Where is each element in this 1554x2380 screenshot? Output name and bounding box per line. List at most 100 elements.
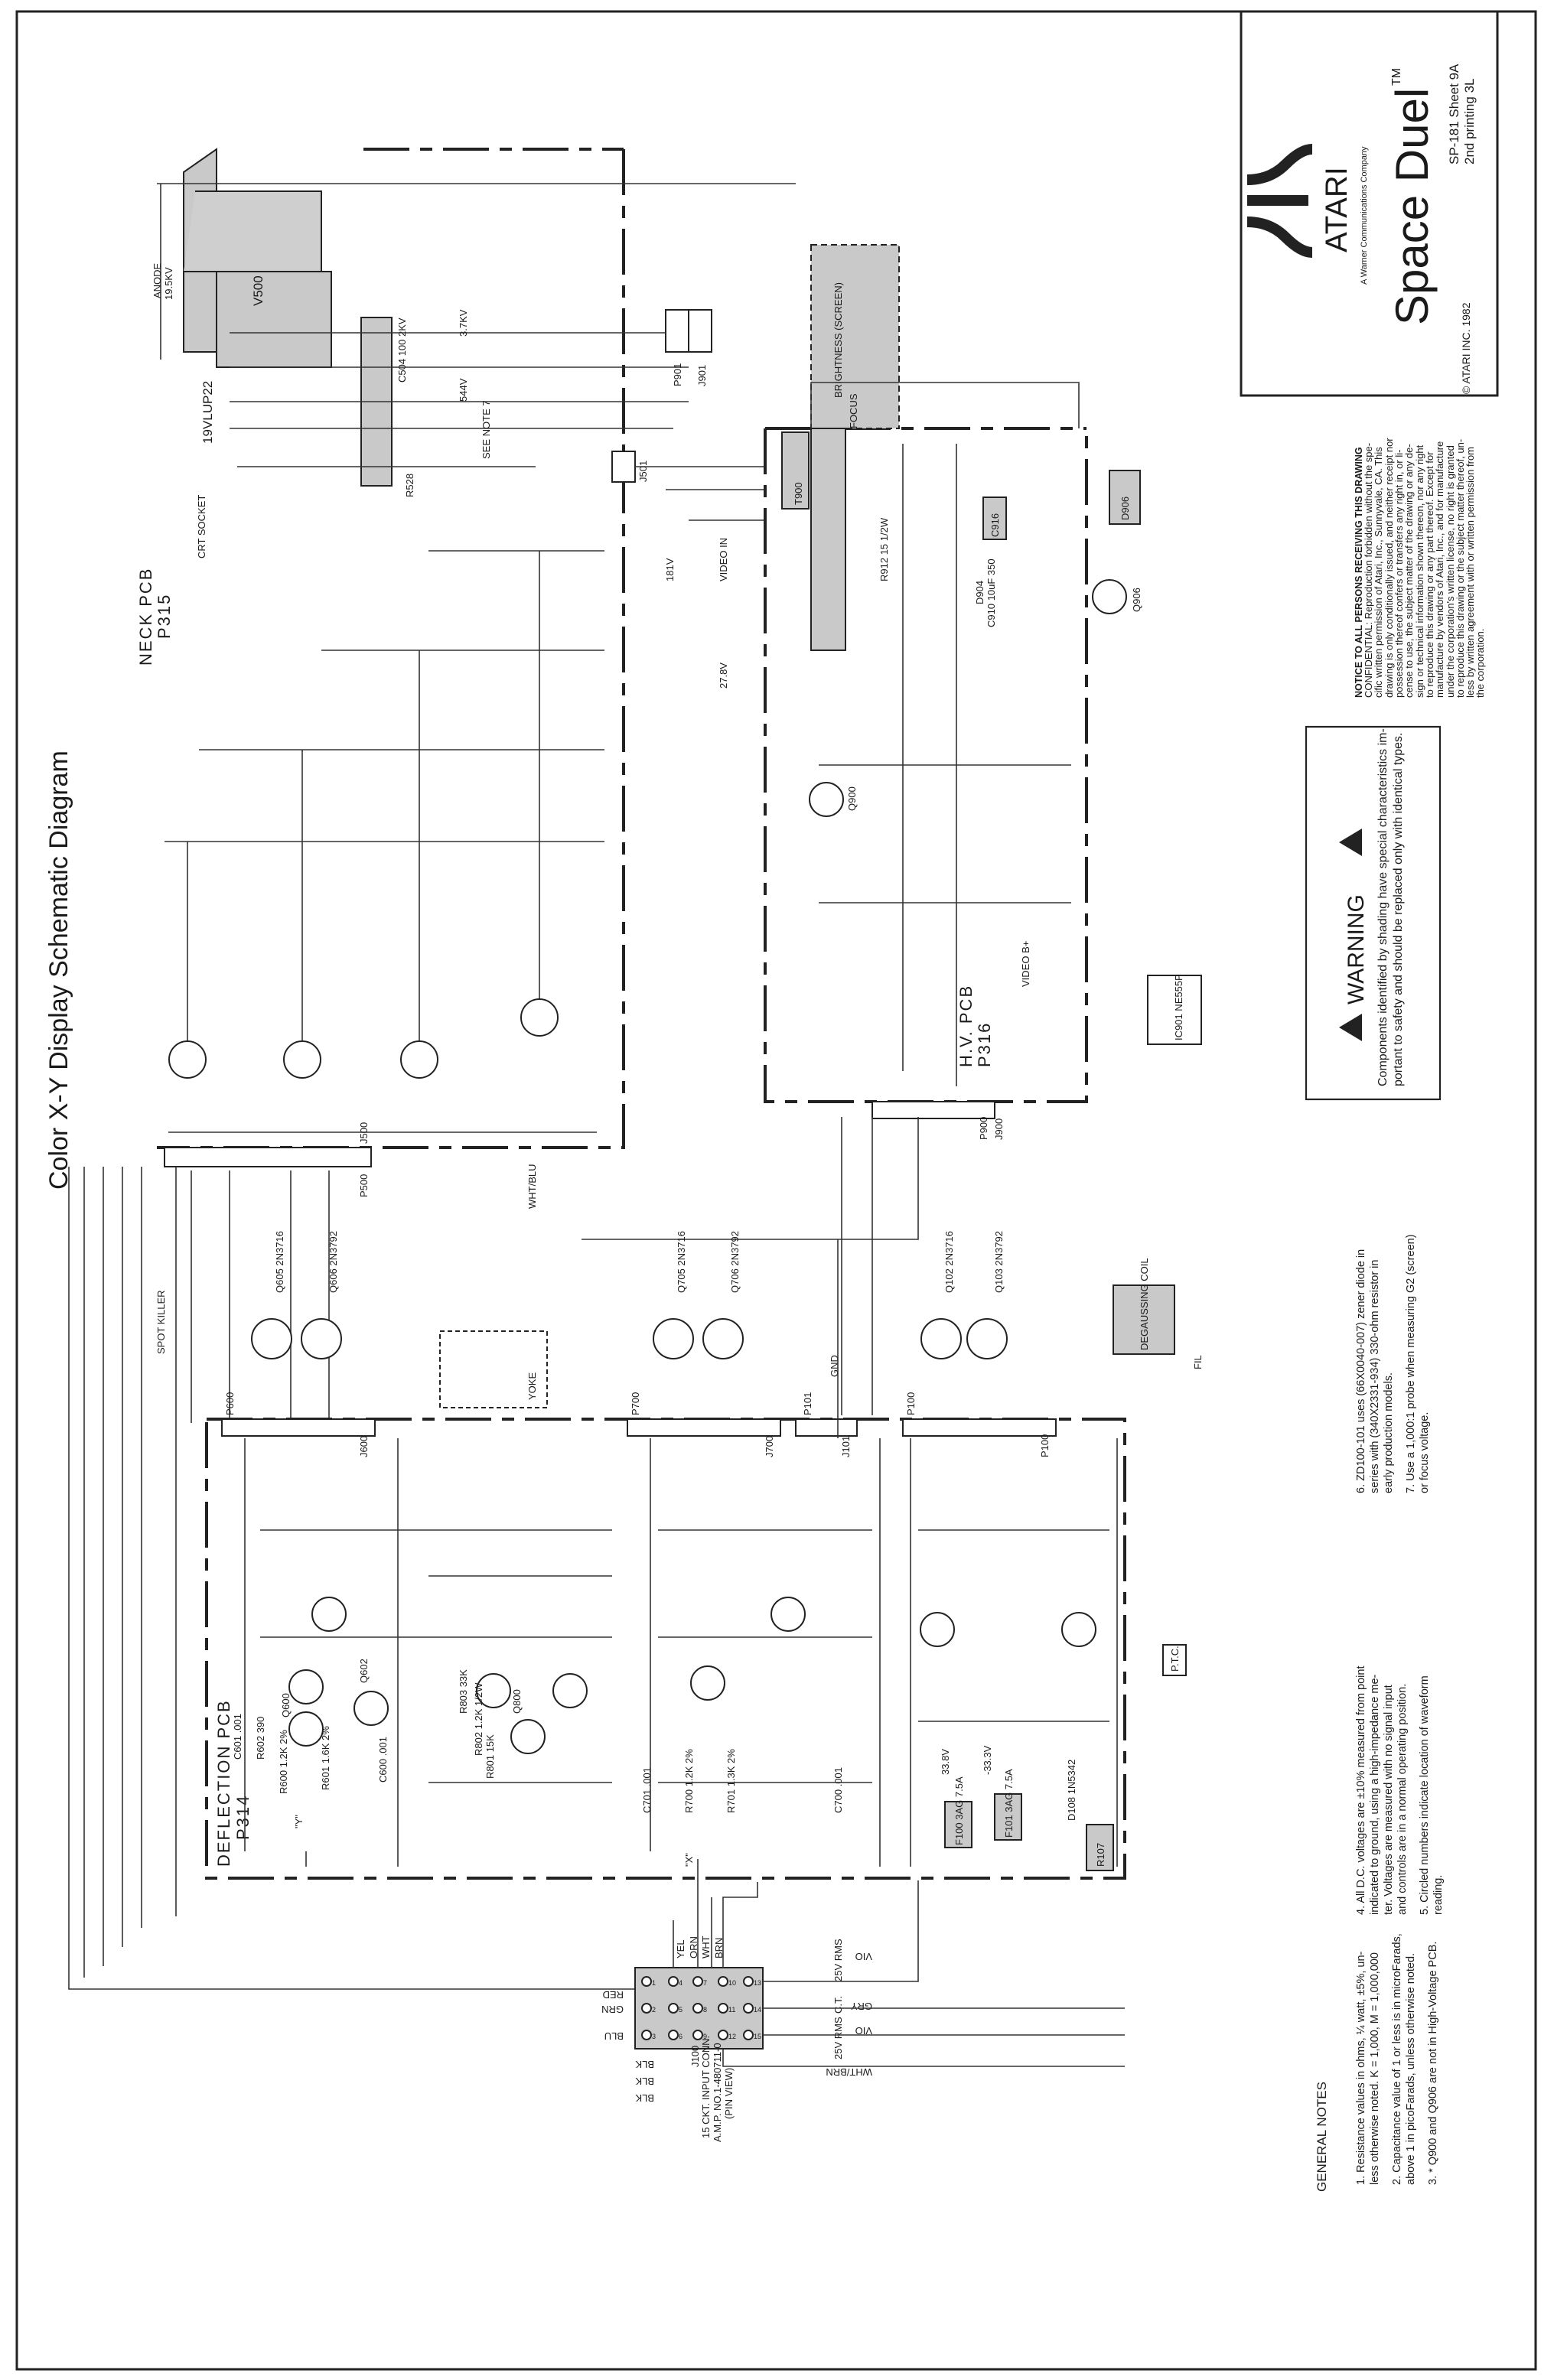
transistor-q103-icon — [966, 1318, 1008, 1359]
svg-text:reading.: reading. — [1432, 1875, 1445, 1915]
transistor-q100-icon — [920, 1612, 955, 1647]
degaussing-label: DEGAUSSING COIL — [1139, 1258, 1150, 1350]
d906-label: D906 — [1119, 497, 1131, 520]
j500-label: J500 — [358, 1122, 370, 1144]
wire-gry: GRY — [851, 2001, 872, 2012]
trademark: TM — [1390, 68, 1403, 86]
flyback-diode-chain — [810, 428, 846, 651]
j100-pin-grid: 1 2 3 4 5 6 7 8 9 10 11 12 13 14 15 — [641, 1976, 761, 2040]
atari-logo: ATARI — [1246, 144, 1354, 258]
q900-label: Q900 — [846, 786, 858, 811]
svg-text:11: 11 — [728, 2006, 735, 2014]
copyright: © ATARI INC. 1982 — [1460, 302, 1472, 394]
d904-label: D904 — [974, 581, 986, 604]
c600-label: C600 .001 — [377, 1737, 389, 1783]
c916-capacitor — [982, 497, 1007, 540]
svg-text:less by written agreement with: less by written agreement with or writte… — [1464, 447, 1476, 698]
svg-text:possession thereof confers or: possession thereof confers or transfers … — [1393, 450, 1405, 698]
connector-j600 — [221, 1418, 376, 1437]
wire-red: RED — [603, 1989, 624, 2001]
p901-label: P901 — [672, 363, 683, 386]
r802-label: R802 1.2K 1/2W — [473, 1682, 484, 1756]
svg-text:the corporation.: the corporation. — [1474, 629, 1486, 698]
warning-text-line: Components identified by shading have sp… — [1376, 728, 1389, 1086]
q605-label: Q605 2N3716 — [274, 1231, 285, 1293]
p900-label: P900 — [978, 1117, 989, 1140]
wire-blk: BLK — [635, 2092, 654, 2104]
transistor-q704-icon — [770, 1597, 806, 1632]
r600-label: R600 1.2K 2% — [278, 1730, 289, 1794]
crt-label: V500 — [251, 275, 266, 306]
transistor-q700-icon — [690, 1665, 725, 1701]
neck-pcb: NECK PCB P315 V500 19VLUP22 ANODE 19.5KV… — [136, 148, 796, 1149]
wire-grn: GRN — [601, 2004, 624, 2015]
transistor-q503-icon — [520, 998, 559, 1037]
svg-text:4. All D.C. voltages are ±10%: 4. All D.C. voltages are ±10% measured f… — [1355, 1666, 1367, 1916]
r107-label: R107 — [1095, 1843, 1106, 1867]
see-note-label: SEE NOTE 7 — [481, 400, 492, 459]
r701-label: R701 1.3K 2% — [725, 1749, 737, 1813]
warning-box: WARNING Components identified by shading… — [1305, 725, 1442, 1101]
r803-label: R803 33K — [458, 1669, 469, 1714]
r601-label: R601 1.6K 2% — [320, 1726, 331, 1790]
transistor-q906-icon — [1092, 579, 1127, 614]
j100-pcb-label: P100 — [1039, 1434, 1051, 1457]
transistor-q706-icon — [702, 1318, 744, 1359]
svg-text:7. Use a 1,000:1 probe when m: 7. Use a 1,000:1 probe when measuring G2… — [1405, 1234, 1417, 1493]
fuse-f101 — [994, 1793, 1022, 1841]
p101-label: P101 — [802, 1392, 813, 1415]
deflection-pcb-label: DEFLECTION PCB — [214, 1699, 233, 1867]
ic901-label: IC901 NE555P — [1173, 974, 1184, 1040]
transistor-q600-icon — [288, 1711, 324, 1747]
svg-text:9: 9 — [703, 2033, 707, 2040]
transistor-q606-icon — [301, 1318, 342, 1359]
svg-text:series with (340X2331-934) 330: series with (340X2331-934) 330-ohm resis… — [1369, 1260, 1381, 1493]
j600-label: J600 — [358, 1436, 370, 1457]
wire-vio: VIO — [855, 1951, 872, 1962]
j100-part-number: A.M.P. NO.1-480711-0 — [712, 2043, 723, 2142]
svg-text:5: 5 — [679, 2006, 683, 2014]
wire-wht: WHT — [700, 1936, 712, 1958]
svg-text:7: 7 — [703, 1979, 707, 1987]
transistor-q900-icon — [809, 782, 844, 817]
printing: 2nd printing 3L — [1462, 79, 1477, 164]
warning-heading: WARNING — [1344, 894, 1369, 1004]
x-signal-label: "X" — [683, 1853, 695, 1867]
j901-label: J901 — [696, 365, 708, 386]
transistor-q604-icon — [311, 1597, 347, 1632]
p500-label: P500 — [358, 1174, 370, 1197]
q706-label: Q706 2N3792 — [729, 1231, 741, 1293]
svg-text:3: 3 — [652, 2033, 656, 2040]
video-in-label: VIDEO IN — [718, 538, 729, 581]
svg-text:CONFIDENTIAL: Reproduction for: CONFIDENTIAL: Reproduction forbidden wit… — [1363, 443, 1374, 698]
deflection-pcb: DEFLECTION PCB P314 Q605 2N3716 Q606 2N3… — [205, 1231, 1204, 1880]
svg-text:3. * Q900 and Q906 are not in: 3. * Q900 and Q906 are not in High-Volta… — [1427, 1942, 1439, 2185]
svg-text:early production models.: early production models. — [1383, 1372, 1395, 1493]
crt-socket-label: CRT SOCKET — [196, 495, 207, 558]
svg-text:4: 4 — [679, 1979, 683, 1987]
c916-label: C916 — [989, 513, 1001, 537]
crt-type: 19VLUP22 — [200, 381, 215, 444]
wire-brn: BRN — [713, 1938, 725, 1958]
t900-label: T900 — [793, 482, 804, 505]
atari-wordmark: ATARI — [1320, 167, 1354, 252]
title-block: ATARI A Warner Communications Company Sp… — [1240, 10, 1499, 397]
center-tap-label: C.T. — [832, 1996, 844, 2014]
general-notes-heading: GENERAL NOTES — [1315, 2082, 1329, 2192]
neck-pcb-label: NECK PCB — [136, 568, 155, 666]
ptc-label: P.T.C. — [1169, 1646, 1181, 1672]
q602-label: Q602 — [358, 1659, 370, 1683]
transistor-q705-icon — [653, 1318, 694, 1359]
svg-text:NOTICE TO ALL PERSONS RECEIVIN: NOTICE TO ALL PERSONS RECEIVING THIS DRA… — [1354, 447, 1364, 698]
transistor-q801-icon — [476, 1673, 511, 1708]
svg-text:cific written permission of At: cific written permission of Atari, Inc.,… — [1373, 447, 1384, 698]
anode-voltage: 19.5KV — [163, 267, 174, 300]
voltage-27-8v: 27.8V — [718, 663, 729, 689]
p100-label: P100 — [905, 1392, 917, 1415]
wire-vio: VIO — [855, 2025, 872, 2037]
hv-pcb-number: P316 — [975, 1022, 994, 1067]
svg-text:to reproduce this drawing or t: to reproduce this drawing or the subject… — [1455, 439, 1466, 698]
voltage-544v: 544V — [458, 378, 469, 402]
j501-label: J501 — [637, 461, 649, 482]
